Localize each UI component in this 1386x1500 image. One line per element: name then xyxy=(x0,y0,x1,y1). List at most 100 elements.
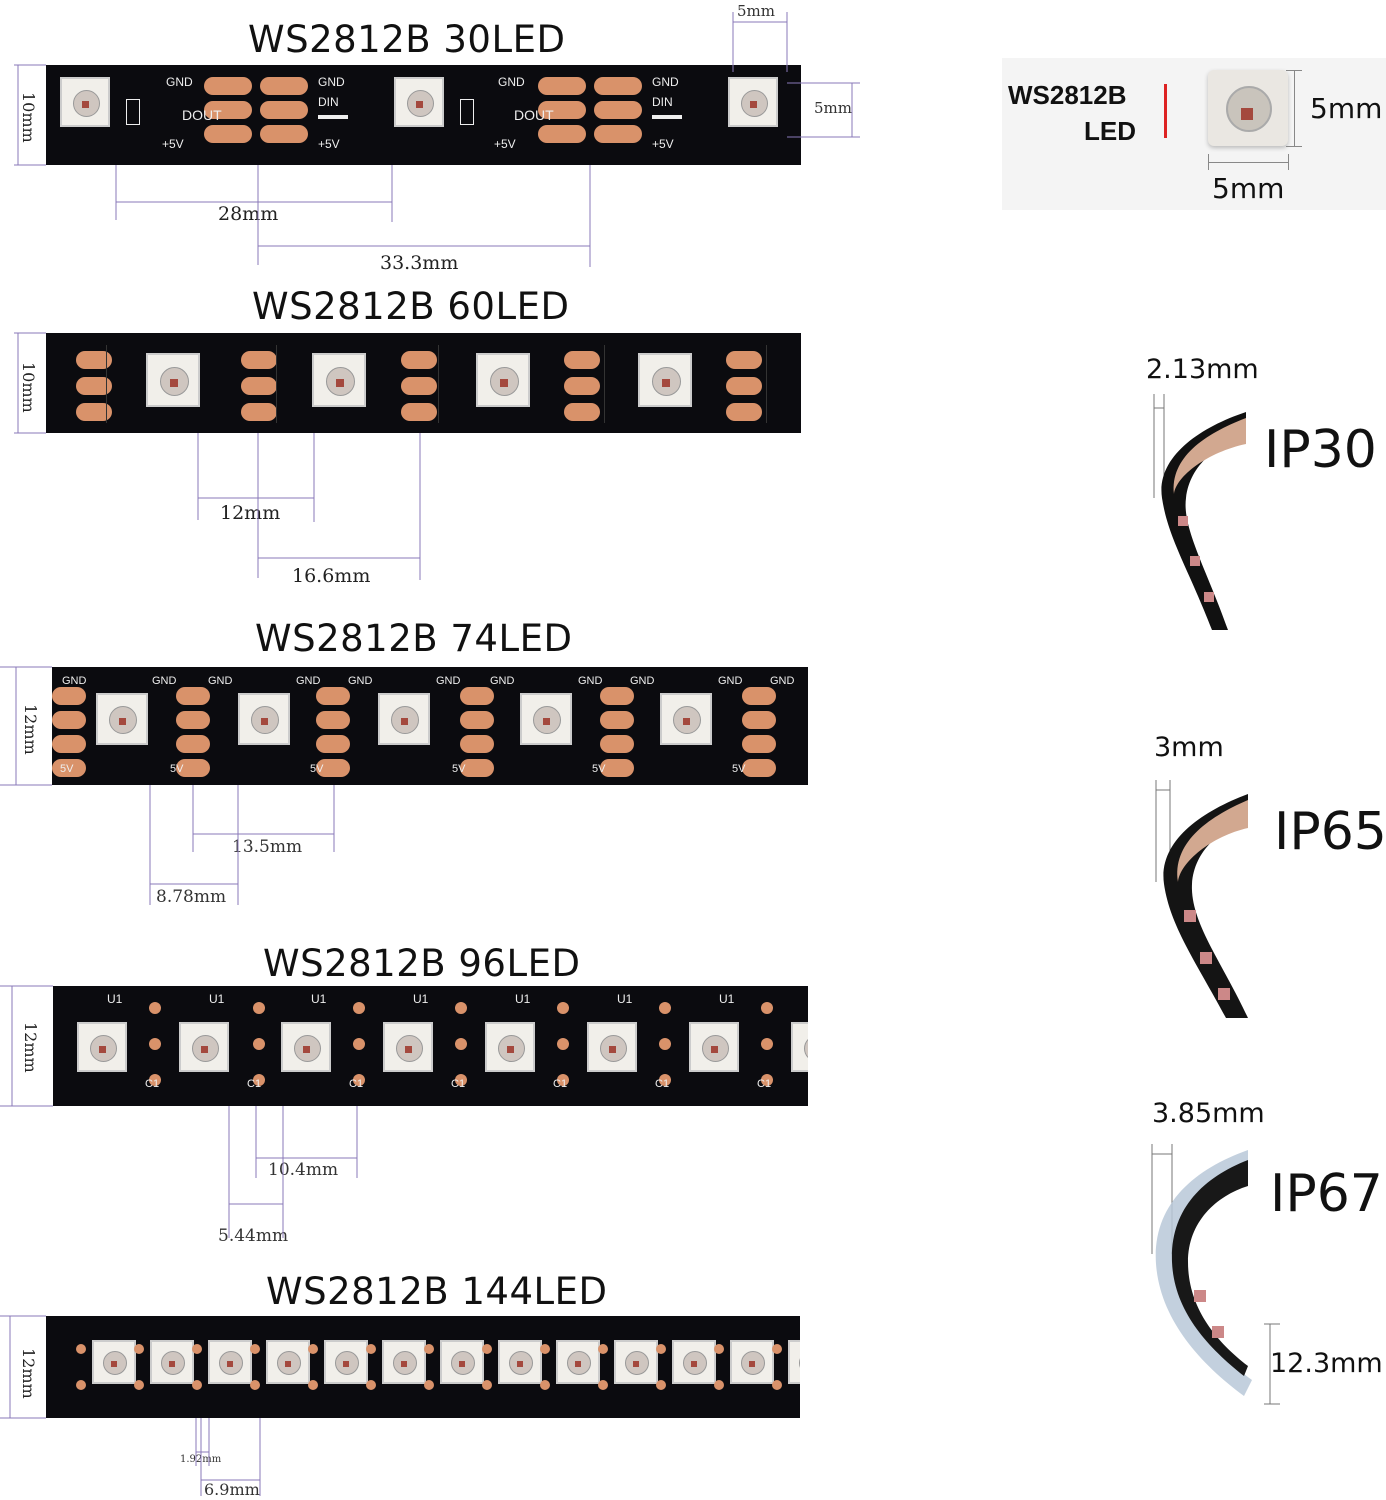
solder-pad xyxy=(460,759,494,777)
pcb-text-gnd: GND xyxy=(436,675,461,687)
solder-dot xyxy=(656,1380,666,1390)
arrow-icon xyxy=(652,115,682,119)
pcb-text-u1: U1 xyxy=(107,992,123,1006)
solder-pad xyxy=(260,77,308,95)
solder-dot xyxy=(455,1074,467,1086)
solder-dot xyxy=(482,1344,492,1354)
pcb-text-gnd: GND xyxy=(62,675,87,687)
solder-pad xyxy=(52,735,86,753)
pcb-text-c1: C1 xyxy=(757,1078,772,1090)
led-die xyxy=(459,1361,466,1368)
solder-pad xyxy=(401,351,437,369)
solder-dot xyxy=(149,1074,161,1086)
red-marker xyxy=(1164,84,1167,138)
ip65-thickness: 3mm xyxy=(1154,732,1224,763)
solder-pad xyxy=(204,77,252,95)
led-chip xyxy=(378,693,430,745)
led-chip xyxy=(146,353,200,407)
solder-pad xyxy=(594,77,642,95)
pcb-text-c1: C1 xyxy=(349,1078,364,1090)
strip-60-pcb xyxy=(46,333,801,433)
led-die xyxy=(201,1046,208,1053)
pcb-text-5v: 5V xyxy=(60,763,74,775)
led-die xyxy=(170,379,178,387)
pcb-text-u1: U1 xyxy=(617,992,633,1006)
solder-pad xyxy=(742,687,776,705)
strip-74-gap-label: 8.78mm xyxy=(156,887,227,907)
solder-dot xyxy=(455,1002,467,1014)
ip67-thickness: 3.85mm xyxy=(1152,1098,1265,1129)
strip-60-title: WS2812B 60LED xyxy=(252,285,570,328)
pcb-text-u1: U1 xyxy=(515,992,531,1006)
solder-dot xyxy=(250,1344,260,1354)
strip-144-title: WS2812B 144LED xyxy=(266,1270,608,1313)
pcb-text-5v: 5V xyxy=(170,763,184,775)
pcb-text-gnd: GND xyxy=(348,675,373,687)
solder-pad xyxy=(600,711,634,729)
led-die xyxy=(82,101,89,108)
solder-dot xyxy=(540,1344,550,1354)
solder-pad xyxy=(726,403,762,421)
led-die xyxy=(500,379,508,387)
solder-pad xyxy=(538,77,586,95)
led-die xyxy=(401,1361,408,1368)
solder-pad xyxy=(401,403,437,421)
led-chip xyxy=(587,1022,637,1072)
led-chip xyxy=(520,693,572,745)
solder-dot xyxy=(557,1038,569,1050)
solder-dot xyxy=(659,1074,671,1086)
solder-dot xyxy=(557,1002,569,1014)
pcb-text-vertical xyxy=(276,345,291,423)
solder-dot xyxy=(353,1002,365,1014)
led-die xyxy=(111,1361,118,1368)
ip30-thickness: 2.13mm xyxy=(1146,354,1259,385)
strip-96-title: WS2812B 96LED xyxy=(263,942,581,985)
solder-dot xyxy=(253,1002,265,1014)
pcb-text-gnd: GND xyxy=(498,75,525,89)
solder-pad xyxy=(76,351,112,369)
solder-dot xyxy=(134,1380,144,1390)
led-chip xyxy=(730,1340,774,1384)
solder-dot xyxy=(659,1038,671,1050)
strip-96-gap-label: 5.44mm xyxy=(218,1226,289,1246)
pcb-text-5v: 5V xyxy=(592,763,606,775)
led-chip xyxy=(394,77,444,127)
ip30-label: IP30 xyxy=(1264,420,1377,480)
pcb-text-gnd: GND xyxy=(152,675,177,687)
strip-30-led-side-label: 5mm xyxy=(814,99,852,117)
pcb-text-u1: U1 xyxy=(719,992,735,1006)
pcb-text-gnd: GND xyxy=(318,75,345,89)
arrow-icon xyxy=(318,115,348,119)
pcb-text-gnd: GND xyxy=(296,675,321,687)
ip30-strip-image xyxy=(1153,394,1246,630)
solder-dot xyxy=(366,1380,376,1390)
led-chip xyxy=(660,693,712,745)
solder-dot xyxy=(656,1344,666,1354)
led-die xyxy=(169,1361,176,1368)
solder-pad xyxy=(52,759,86,777)
strip-96-pitch-label: 10.4mm xyxy=(268,1160,339,1180)
solder-pad xyxy=(726,351,762,369)
led-die xyxy=(401,718,409,726)
led-die xyxy=(343,1361,350,1368)
solder-pad xyxy=(260,125,308,143)
solder-dot xyxy=(308,1344,318,1354)
led-die xyxy=(543,718,551,726)
led-chip xyxy=(556,1340,600,1384)
pcb-text-din: DIN xyxy=(318,95,339,109)
pcb-text-u1: U1 xyxy=(209,992,225,1006)
solder-pad xyxy=(600,759,634,777)
pcb-text-dout: DOUT xyxy=(182,107,222,123)
solder-pad xyxy=(241,377,277,395)
pcb-text-v5: +5V xyxy=(318,137,340,151)
led-chip xyxy=(238,693,290,745)
solder-pad xyxy=(600,735,634,753)
led-lens xyxy=(406,89,434,117)
solder-pad xyxy=(176,759,210,777)
solder-dot xyxy=(659,1002,671,1014)
led-die xyxy=(517,1361,524,1368)
